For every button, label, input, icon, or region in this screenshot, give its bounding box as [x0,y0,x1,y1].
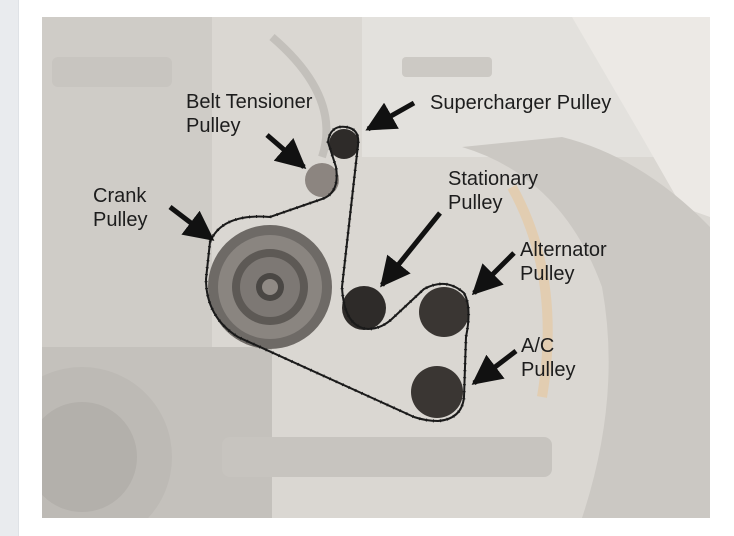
alternator-pulley [419,287,469,337]
bg-brake-hub [42,402,137,512]
label-belt-tensioner-line1: Belt Tensioner [186,91,313,113]
arrow-ac [471,349,518,385]
label-alternator: Alternator Pulley [520,238,607,286]
label-crank-line2: Pulley [93,209,148,231]
label-alternator-line2: Pulley [520,263,575,285]
arrow-crank [168,205,215,241]
arrow-supercharger [365,100,416,132]
bg-highlight [507,184,553,398]
label-ac-line1: A/C [521,335,555,357]
belt-tensioner-pulley [305,163,339,197]
label-ac: A/C Pulley [521,334,575,382]
label-stationary-line1: Stationary [448,168,539,190]
label-stationary: Stationary Pulley [448,167,538,215]
bg-wheel-well [462,137,710,518]
label-alternator-line1: Alternator [520,239,607,261]
label-crank: Crank Pulley [93,184,147,232]
label-ac-line2: Pulley [521,359,576,381]
label-belt-tensioner: Belt Tensioner Pulley [186,90,312,138]
ac-pulley [411,366,463,418]
left-sidebar-strip [0,0,19,536]
bg-hose [402,57,492,77]
label-supercharger: Supercharger Pulley [430,91,611,115]
label-stationary-line2: Pulley [448,192,503,214]
arrow-belt-tensioner [265,133,307,169]
stationary-pulley [342,286,386,330]
bg-hood-edge [572,17,710,217]
bg-pipe [269,33,331,159]
bg-subframe [222,437,552,477]
bg-bracket [52,57,172,87]
crank-pulley [208,225,332,349]
label-supercharger-line1: Supercharger Pulley [430,92,612,114]
arrow-stationary [380,211,442,288]
arrow-alternator [471,251,516,296]
label-belt-tensioner-line2: Pulley [186,115,241,137]
label-crank-line1: Crank [93,185,147,207]
engine-bay-drawing [42,17,710,518]
serpentine-belt-outline [204,125,470,423]
supercharger-pulley [329,129,359,159]
belt-diagram-photo [42,17,710,518]
